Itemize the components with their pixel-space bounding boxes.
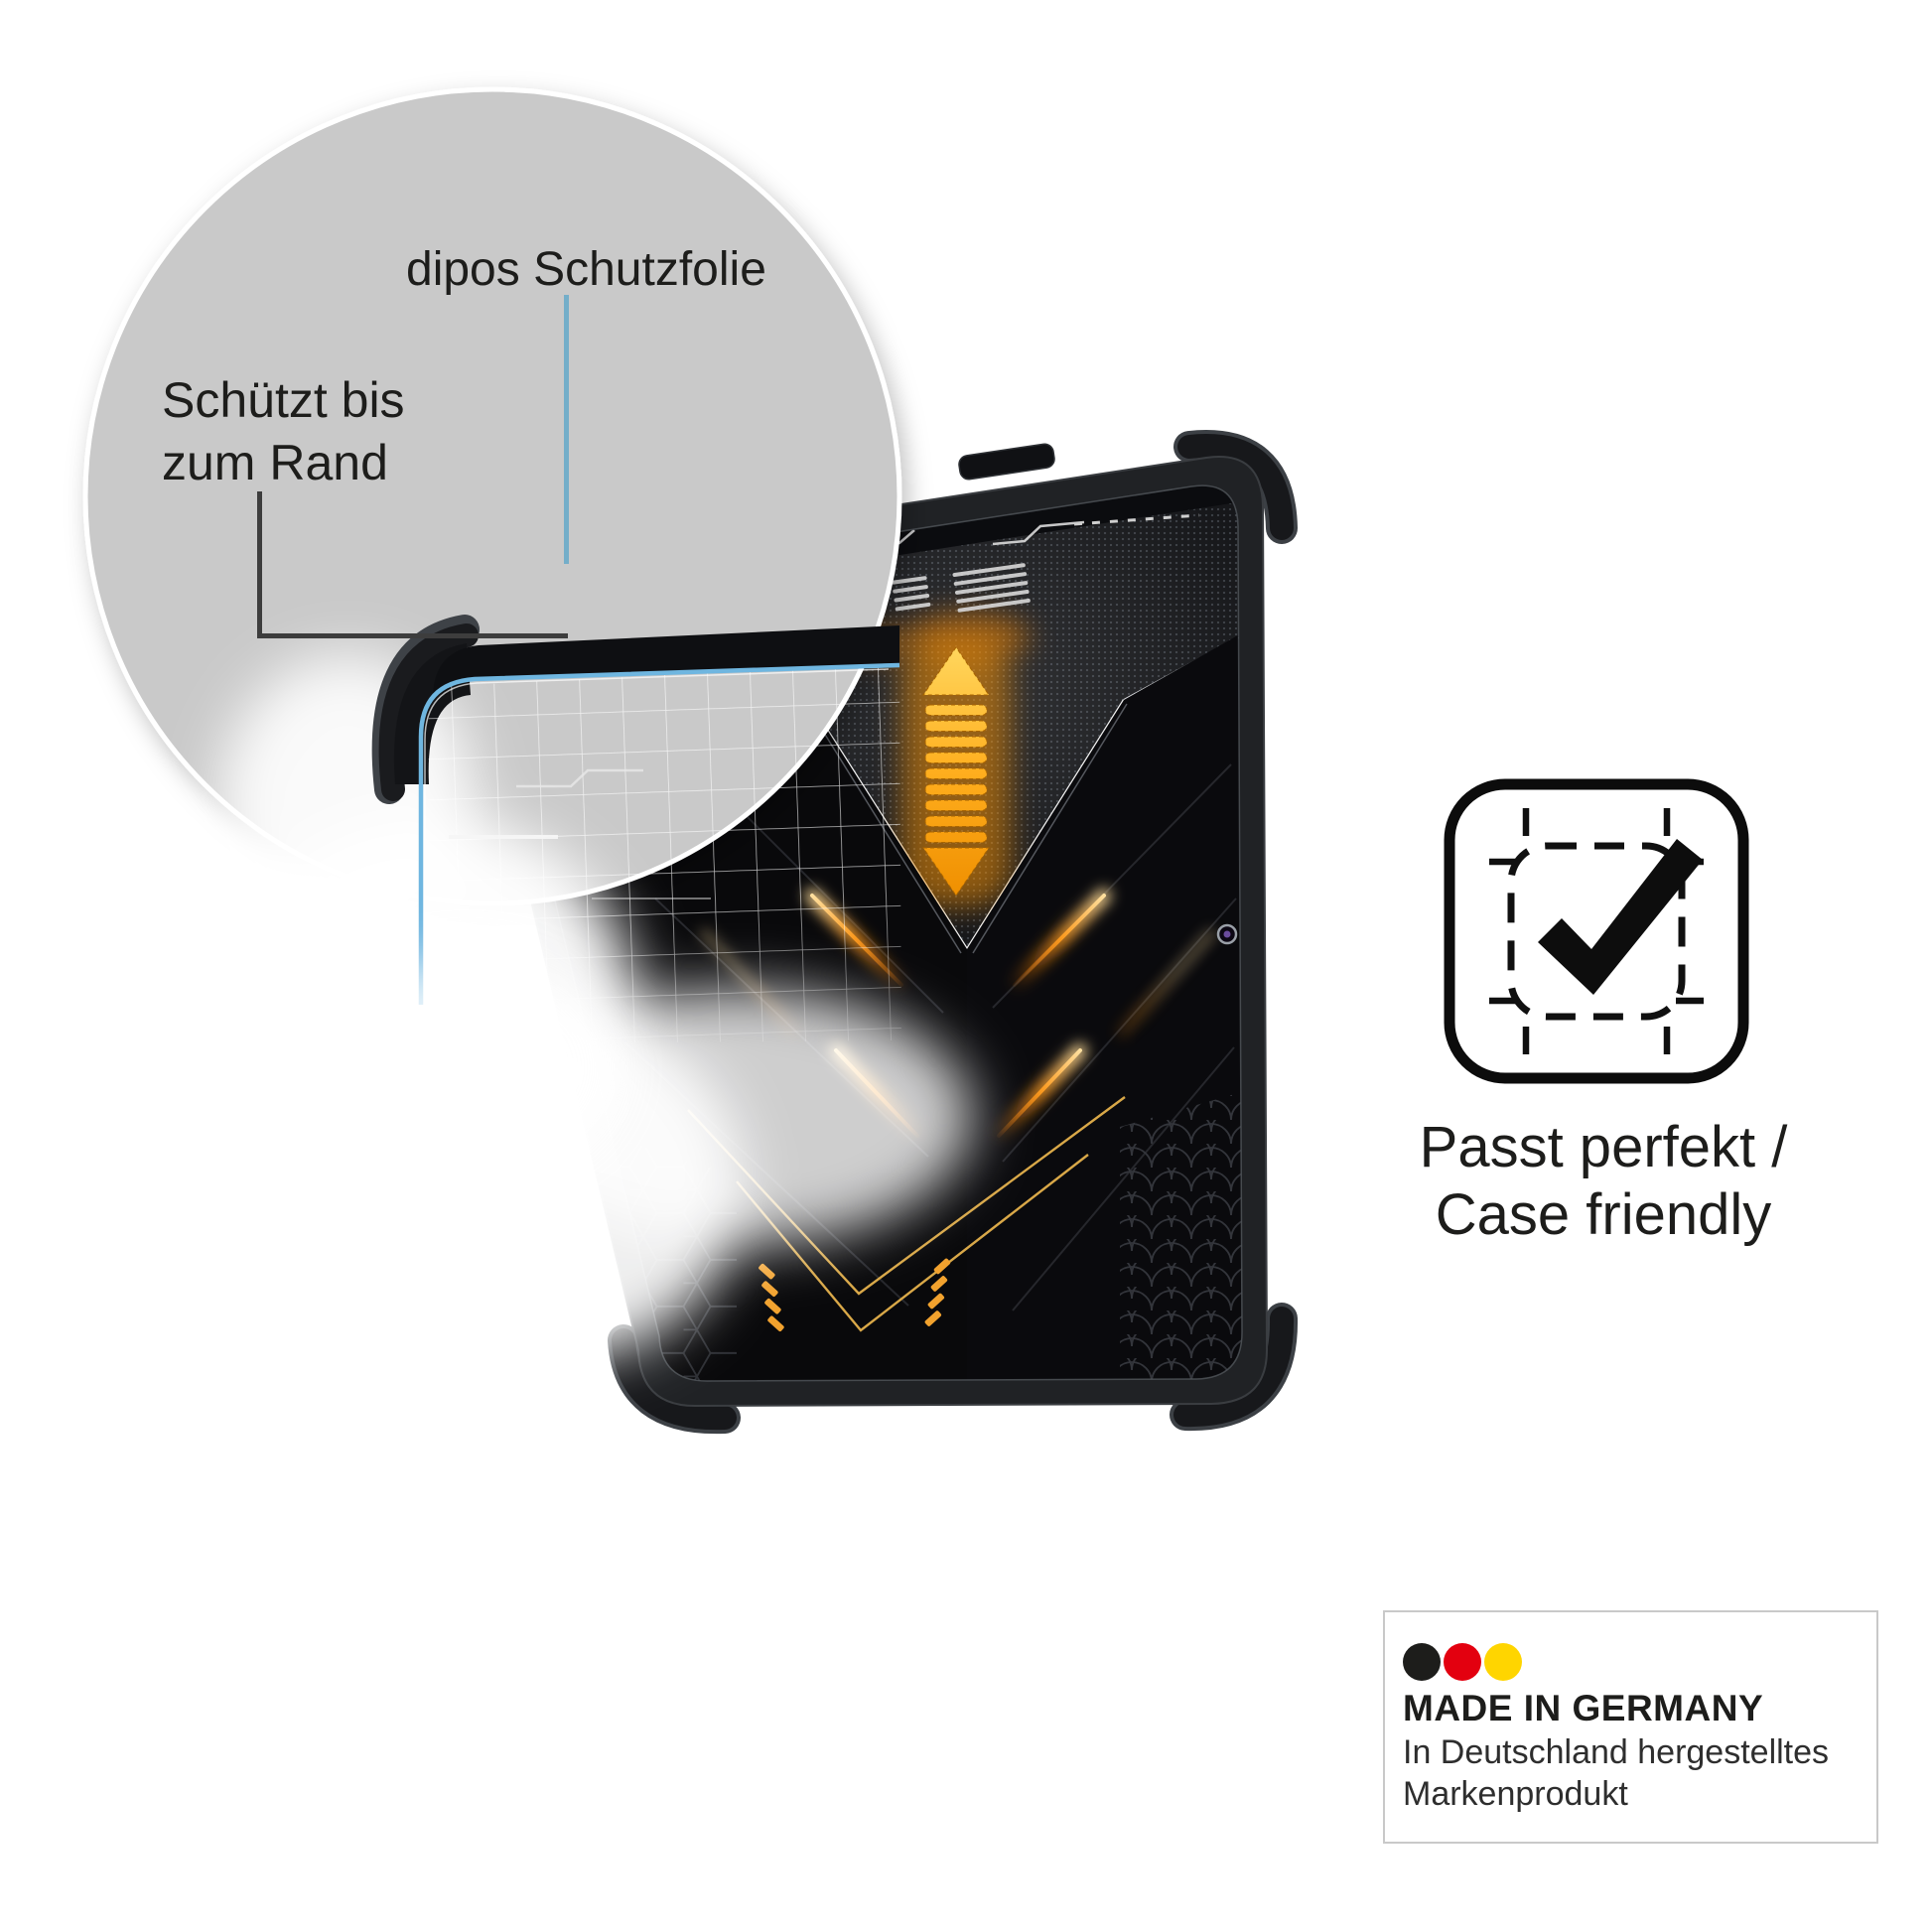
tablet-top-button — [958, 443, 1055, 481]
badge-title: MADE IN GERMANY — [1403, 1688, 1764, 1728]
badge-subtitle-line2: Markenprodukt — [1403, 1775, 1628, 1813]
film-circuit-hints — [449, 768, 711, 899]
flag-dot-red — [1444, 1643, 1481, 1681]
orange-arrow-indicator — [901, 640, 1011, 906]
callout-feature-line1: Schützt bis — [162, 372, 405, 428]
callout-bracket-line-vertical — [257, 491, 262, 636]
screen-protector-film — [218, 615, 973, 1360]
vent-slots — [891, 563, 1031, 613]
orange-dash-marks — [759, 1258, 951, 1332]
scale-texture — [1120, 1092, 1242, 1381]
front-camera-icon — [1216, 923, 1238, 945]
callout-bracket-line-horizontal — [257, 633, 568, 638]
fit-caption-line2: Case friendly — [1435, 1182, 1772, 1247]
made-in-germany-badge: MADE IN GERMANY In Deutschland hergestel… — [1383, 1610, 1878, 1844]
callout-feature-line2: zum Rand — [162, 435, 388, 490]
fit-caption: Passt perfekt / Case friendly — [1360, 1114, 1847, 1249]
checkmark-frame-icon — [1444, 778, 1749, 1084]
german-flag-dots — [1403, 1643, 1525, 1681]
check-glyph — [1538, 839, 1703, 995]
callout-pointer-line-blue — [564, 295, 569, 564]
film-grid — [427, 663, 901, 1044]
badge-subtitle-line1: In Deutschland hergestelltes — [1403, 1733, 1830, 1771]
callout-product-label: dipos Schutzfolie — [406, 243, 766, 296]
flag-dot-yellow — [1484, 1643, 1522, 1681]
flag-dot-black — [1403, 1643, 1441, 1681]
film-blue-edge — [418, 662, 900, 1005]
fit-caption-line1: Passt perfekt / — [1419, 1115, 1788, 1179]
